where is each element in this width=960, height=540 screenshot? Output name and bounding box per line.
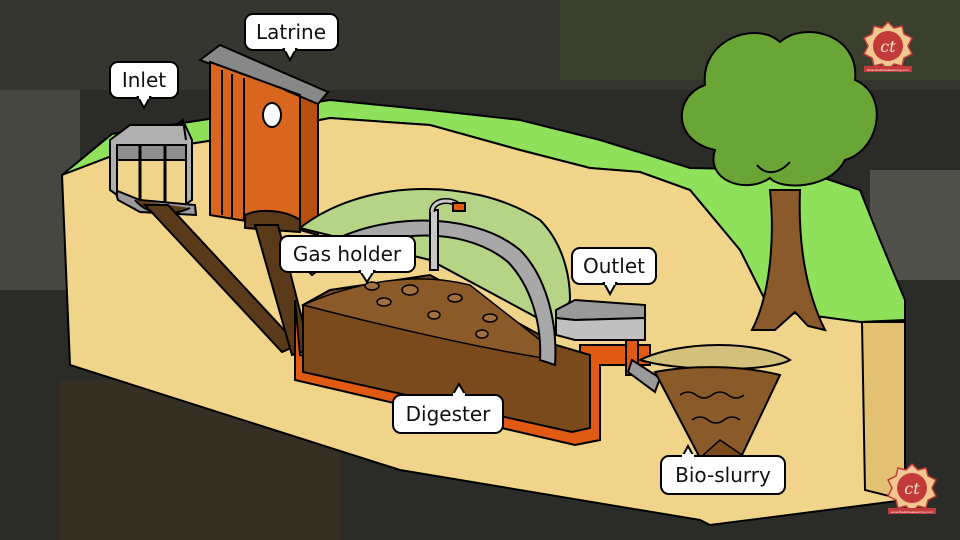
logo-monogram: ct [880, 37, 896, 56]
callout-digester: Digester [392, 382, 504, 434]
callout-gas-holder: Gas holder [279, 235, 416, 284]
inlet-structure [109, 118, 300, 354]
callout-inlet: Inlet [109, 61, 179, 111]
logo-url: www.thekidzeelearning.com [867, 68, 909, 72]
callout-latrine: Latrine [244, 13, 339, 63]
callout-bio-slurry-label: Bio-slurry [675, 463, 771, 487]
tree [680, 31, 878, 332]
logo-bottom-right: ct www.thekidzeelearning.com [886, 462, 938, 514]
gas-pipe [429, 197, 466, 271]
latrine-structure [197, 43, 330, 357]
outlet-pipe [626, 358, 662, 394]
callout-digester-label: Digester [406, 402, 492, 426]
tree-trunk [750, 189, 827, 332]
logo-top-right: ct www.thekidzeelearning.com [862, 20, 914, 72]
callout-latrine-label: Latrine [256, 20, 326, 44]
gas-holder-dome [298, 219, 557, 367]
logo-url: www.thekidzeelearning.com [891, 510, 933, 514]
logo-monogram: ct [904, 479, 920, 498]
outlet-structure [555, 298, 662, 394]
tree-canopy [680, 31, 878, 187]
callout-outlet: Outlet [571, 247, 657, 297]
callout-gas-holder-label: Gas holder [293, 242, 402, 266]
callout-bio-slurry: Bio-slurry [660, 443, 786, 495]
callout-inlet-label: Inlet [122, 68, 166, 92]
callout-outlet-label: Outlet [583, 254, 645, 278]
